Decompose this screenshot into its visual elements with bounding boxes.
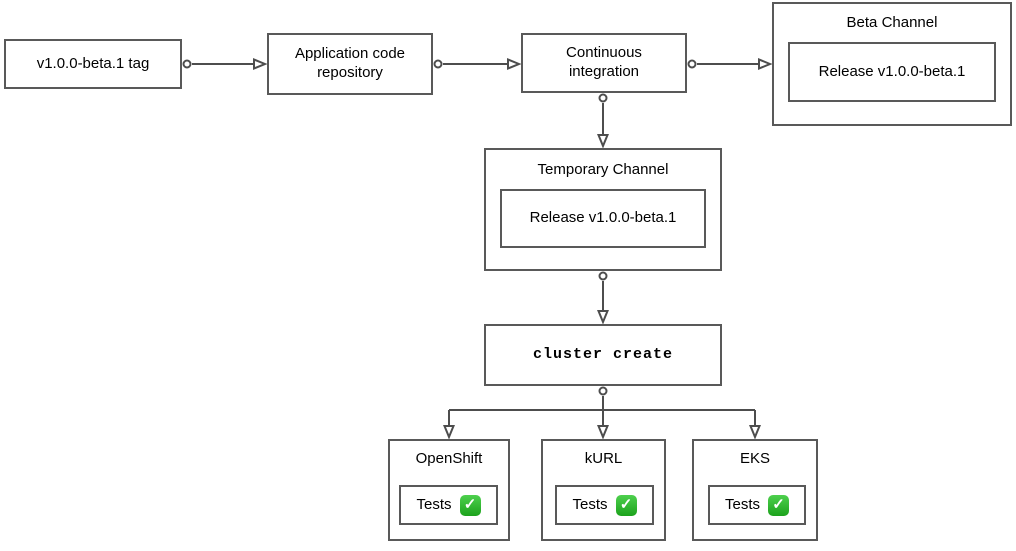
platform-title: OpenShift	[415, 450, 483, 467]
source-dot	[182, 59, 192, 69]
release-label: Release v1.0.0-beta.1	[818, 62, 966, 80]
tests-status-box: Tests ✓	[399, 485, 498, 525]
temporary-channel-release-box: Release v1.0.0-beta.1	[500, 189, 706, 248]
node-temporary-channel: Temporary Channel Release v1.0.0-beta.1	[484, 148, 722, 271]
node-application-code-repository: Application code repository	[267, 33, 433, 95]
source-dot	[598, 93, 608, 103]
node-version-tag: v1.0.0-beta.1 tag	[4, 39, 182, 89]
temporary-channel-title: Temporary Channel	[537, 161, 669, 178]
arrowhead	[507, 58, 522, 70]
node-continuous-integration: Continuous integration	[521, 33, 687, 93]
tests-status-box: Tests ✓	[555, 485, 654, 525]
beta-channel-release-box: Release v1.0.0-beta.1	[788, 42, 996, 102]
node-platform-openshift: OpenShift Tests ✓	[388, 439, 510, 541]
node-label: v1.0.0-beta.1 tag	[36, 54, 150, 72]
tests-status-box: Tests ✓	[708, 485, 806, 525]
node-label: Application code repository	[294, 45, 406, 81]
tests-label: Tests	[724, 495, 760, 513]
node-label: cluster create	[532, 345, 674, 363]
beta-channel-title: Beta Channel	[846, 14, 938, 31]
platform-title: EKS	[739, 450, 770, 467]
tests-label: Tests	[572, 495, 608, 513]
check-mark-icon: ✓	[768, 494, 789, 516]
arrowhead	[597, 425, 609, 440]
node-platform-eks: EKS Tests ✓	[692, 439, 818, 541]
node-platform-kurl: kURL Tests ✓	[541, 439, 666, 541]
arrowhead	[749, 425, 761, 440]
arrowhead	[443, 425, 455, 440]
arrowhead	[758, 58, 773, 70]
source-dot	[687, 59, 697, 69]
node-beta-channel: Beta Channel Release v1.0.0-beta.1	[772, 2, 1012, 126]
source-dot	[598, 386, 608, 396]
node-label: Continuous integration	[566, 44, 642, 80]
platform-title: kURL	[584, 450, 623, 467]
arrowhead	[597, 134, 609, 149]
tests-label: Tests	[416, 495, 452, 513]
source-dot	[433, 59, 443, 69]
release-label: Release v1.0.0-beta.1	[529, 209, 677, 227]
check-mark-icon: ✓	[459, 494, 481, 516]
check-mark-icon: ✓	[615, 494, 637, 516]
arrowhead	[597, 310, 609, 325]
arrowhead	[253, 58, 268, 70]
source-dot	[598, 271, 608, 281]
node-cluster-create: cluster create	[484, 324, 722, 386]
